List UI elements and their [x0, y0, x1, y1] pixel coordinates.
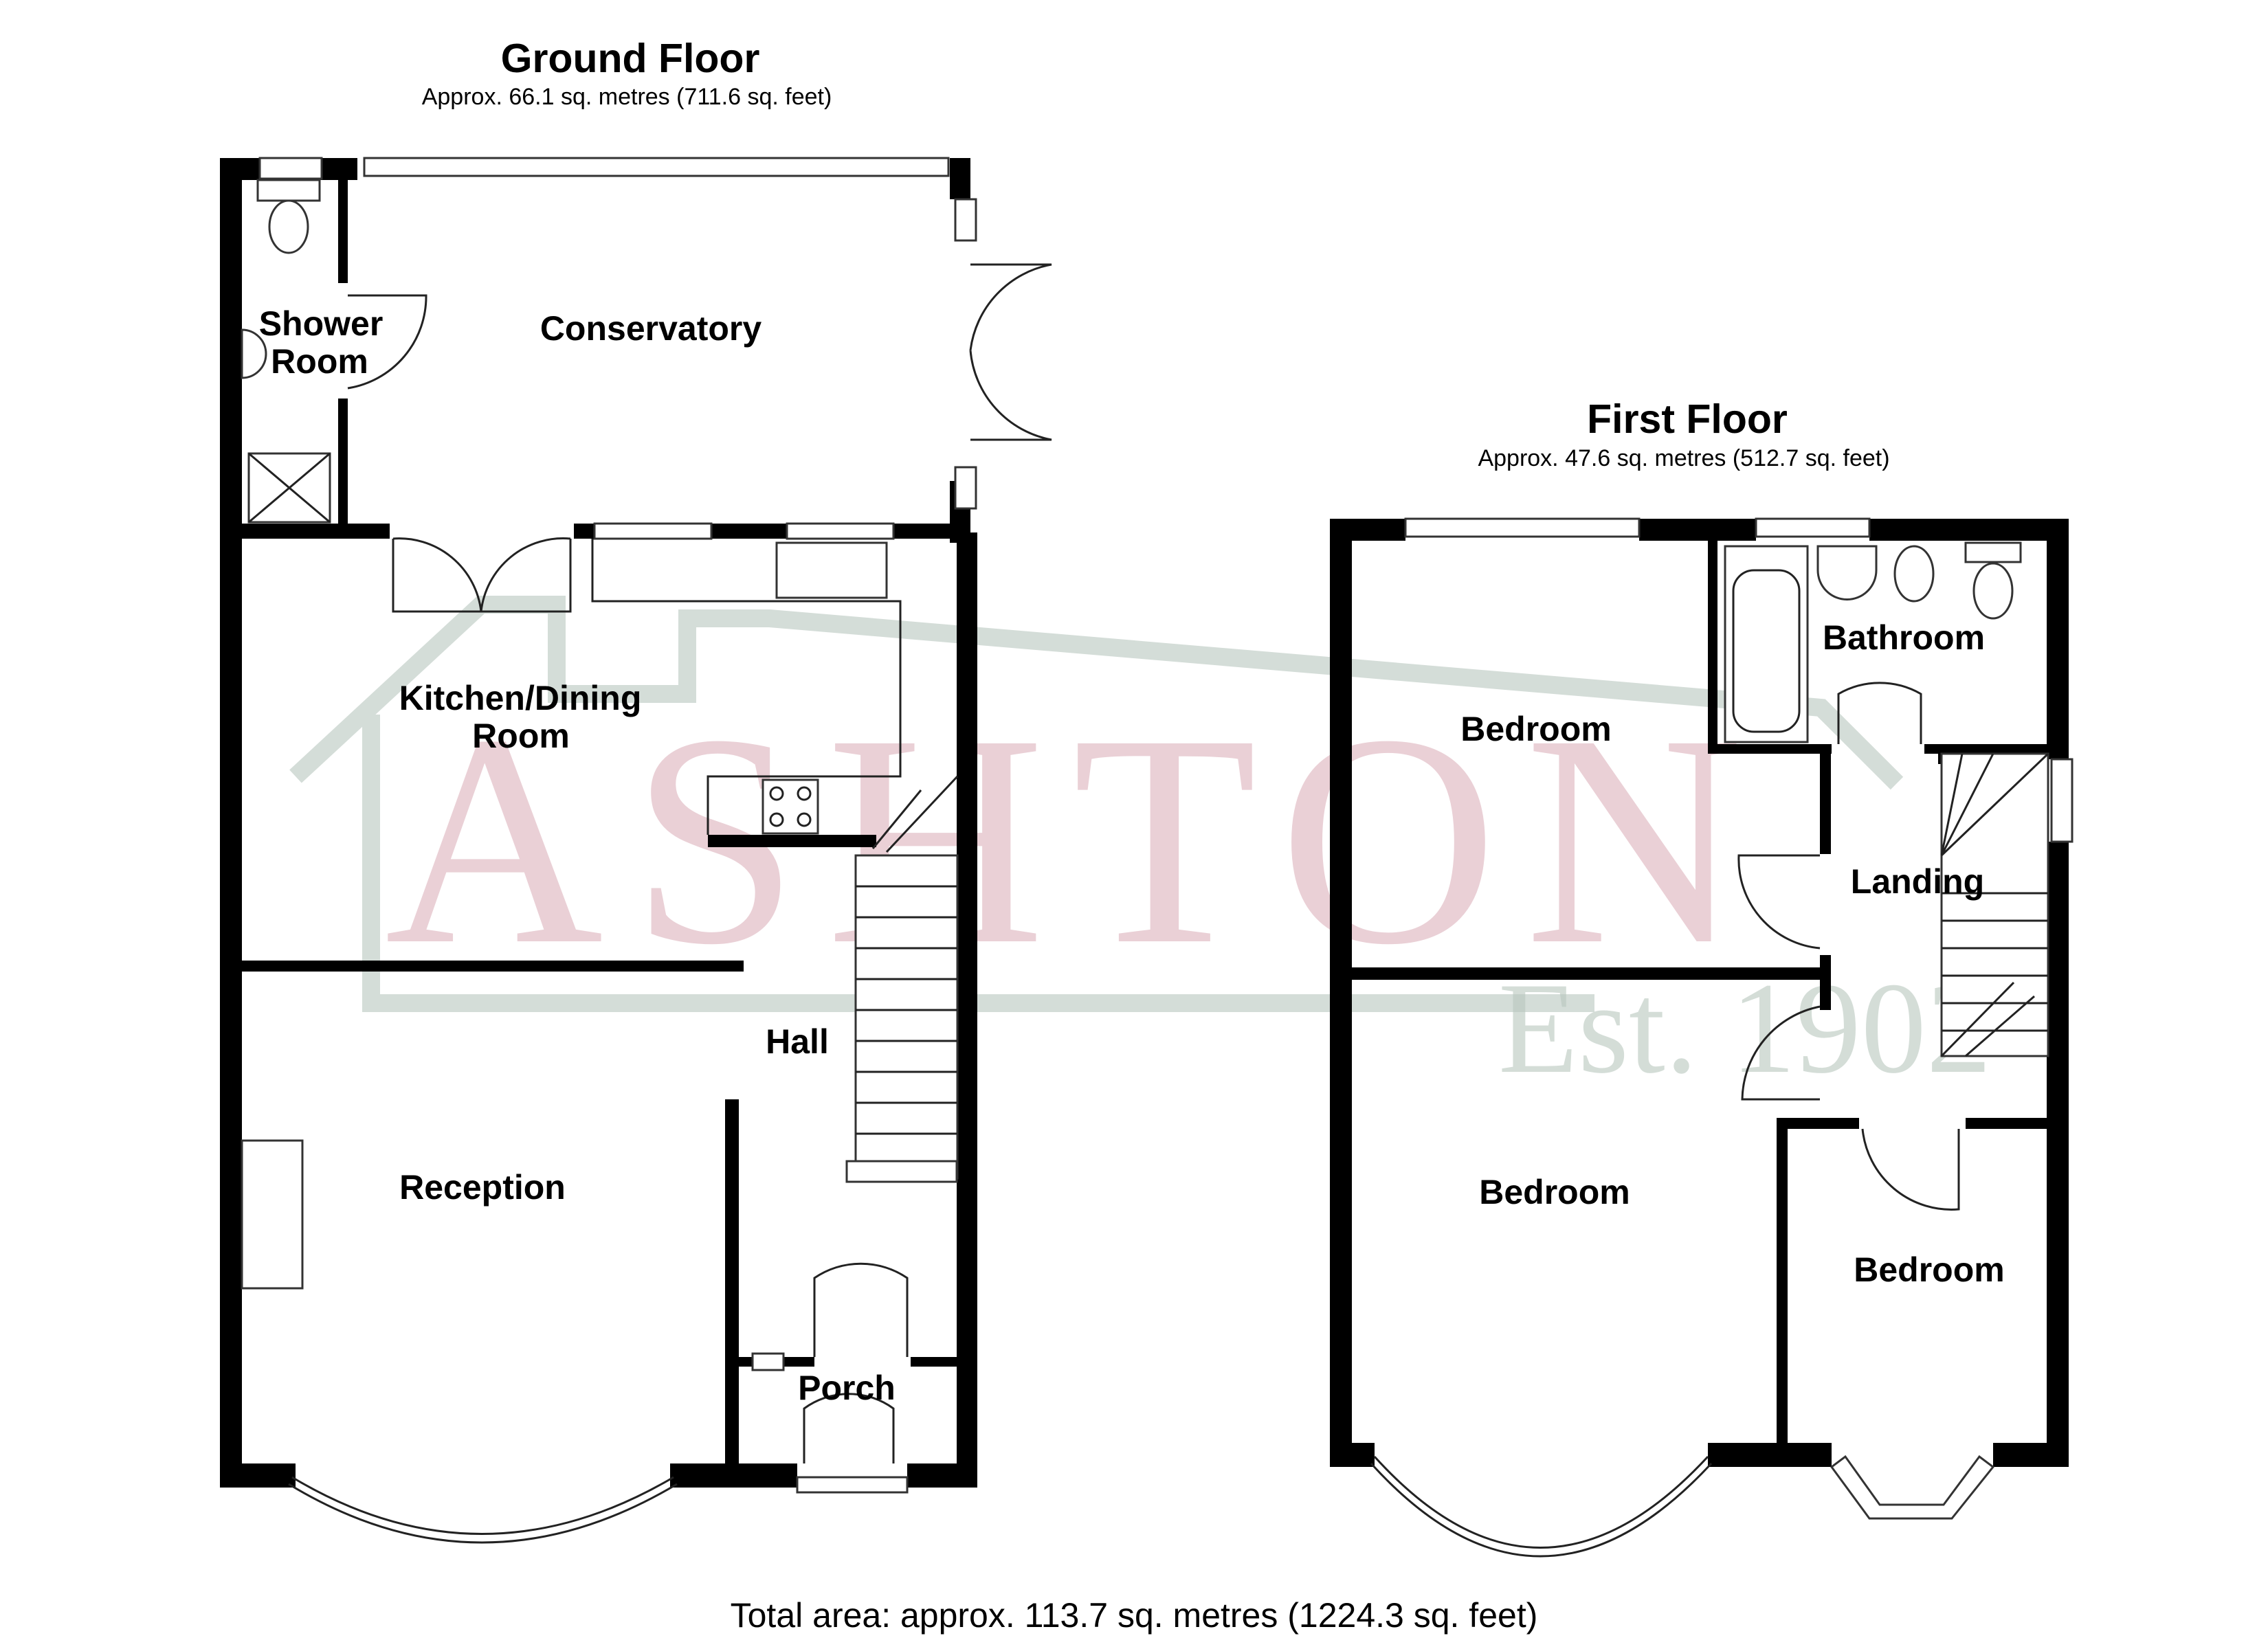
ff-window-bathroom: [1755, 517, 1871, 538]
ground-floor-area: Approx. 66.1 sq. metres (711.6 sq. feet): [422, 84, 832, 110]
gf-wc-bowl: [268, 199, 309, 254]
first-floor-plan: [1330, 517, 2074, 1558]
gf-shower-room-fixtures: [241, 179, 331, 524]
ff-wc-cistern: [1964, 541, 2022, 563]
ff-bay-window-front-bedroom-inner: [1373, 1455, 1709, 1549]
label-landing: Landing: [1851, 862, 1984, 901]
ff-bay-window-front-bedroom: [1370, 1462, 1713, 1558]
ff-bay-window-small-bedroom: [1830, 1455, 1995, 1520]
gf-wall-shower-east-bottom: [338, 399, 348, 532]
ff-wc-bowl: [1972, 562, 2014, 620]
gf-door-conservatory-french: [969, 263, 1052, 441]
ff-wall-north-right: [1869, 519, 2069, 541]
ashton-watermark-logo: ASHTON Est. 1902: [289, 596, 1992, 1101]
label-kitchen-dining-line2: Room: [472, 717, 570, 755]
ff-window-landing: [2050, 758, 2074, 843]
ff-wall-bathroom-west: [1708, 541, 1717, 754]
ff-wall-small-bedroom-north-right: [1966, 1118, 2055, 1129]
label-bedroom-small: Bedroom: [1854, 1250, 2004, 1289]
gf-window-porch-side: [751, 1352, 785, 1371]
ff-wall-landing-west-top: [1820, 744, 1831, 854]
gf-wall-kitchen-reception: [242, 961, 744, 972]
ff-bidet: [1893, 545, 1935, 603]
watermark-brand-text: ASHTON: [385, 673, 1771, 1007]
gf-door-porch-outer: [803, 1393, 895, 1463]
gf-wall-kitchen-north-left: [242, 524, 390, 539]
ff-door-rear-bedroom: [1737, 854, 1821, 950]
gf-bay-window-reception-inner: [291, 1476, 674, 1535]
ff-wall-north-left: [1330, 519, 1405, 541]
watermark-house-outline: [289, 596, 1904, 1012]
first-floor-area: Approx. 47.6 sq. metres (512.7 sq. feet): [1478, 445, 1889, 471]
ff-wall-small-bedroom-north-left: [1777, 1118, 1859, 1129]
ff-wall-bathroom-south-left: [1708, 744, 1832, 754]
label-porch: Porch: [798, 1369, 896, 1407]
ff-door-front-bedroom: [1741, 1005, 1821, 1101]
gf-wall-hall-reception: [725, 1099, 739, 1488]
total-area-caption: Total area: approx. 113.7 sq. metres (12…: [731, 1596, 1538, 1635]
gf-kitchen-worktop: [591, 539, 902, 835]
gf-staircase: [845, 775, 959, 1183]
gf-bay-window-reception: [288, 1483, 678, 1544]
label-bedroom-front: Bedroom: [1479, 1173, 1630, 1211]
gf-window-conservatory-side-bottom: [954, 466, 977, 510]
label-reception: Reception: [399, 1168, 566, 1207]
label-conservatory: Conservatory: [540, 309, 762, 348]
gf-door-shower-room: [347, 294, 427, 390]
label-bedroom-rear: Bedroom: [1460, 710, 1611, 748]
ff-staircase: [1940, 752, 2049, 1057]
gf-basin: [241, 328, 267, 379]
gf-wall-porch-north-right: [911, 1357, 959, 1367]
gf-wall-bottom-left: [220, 1463, 296, 1488]
ff-wall-south-mid: [1708, 1443, 1832, 1467]
ff-wall-north-mid: [1639, 519, 1756, 541]
gf-window-porch-front: [796, 1476, 909, 1494]
gf-wc-cistern: [256, 179, 321, 202]
gf-wall-east: [957, 532, 977, 1488]
ff-basin: [1816, 545, 1878, 601]
ff-wall-south-left: [1330, 1443, 1375, 1467]
gf-wall-west: [220, 158, 242, 1488]
gf-hob: [761, 778, 819, 835]
ff-door-bathroom: [1837, 682, 1922, 744]
label-bathroom: Bathroom: [1823, 618, 1985, 657]
gf-window-kitchen-right: [786, 522, 895, 540]
ff-wall-east-top: [2047, 519, 2069, 759]
label-shower-room-line1: Shower: [259, 304, 383, 343]
ff-wall-small-bedroom-west: [1777, 1118, 1788, 1467]
ff-window-rear-bedroom: [1404, 517, 1641, 538]
ff-door-small-bedroom: [1861, 1128, 1960, 1211]
gf-fireplace-chimney-breast: [241, 1139, 304, 1290]
gf-wall-conservatory-east-top: [950, 158, 970, 199]
first-floor-title: First Floor: [1587, 396, 1788, 442]
gf-window-shower: [258, 157, 323, 180]
gf-wall-kitchen-counter-base: [708, 835, 876, 847]
ff-bathroom-fixtures: [1724, 541, 2022, 743]
label-hall: Hall: [766, 1022, 829, 1061]
ff-wall-south-right: [1993, 1443, 2069, 1467]
label-kitchen-dining-line1: Kitchen/Dining: [399, 679, 642, 717]
label-shower-room-line2: Room: [271, 342, 368, 381]
gf-wall-bottom-right: [907, 1463, 977, 1488]
ground-floor-title: Ground Floor: [501, 36, 760, 81]
gf-sink-drainer: [775, 541, 888, 599]
ff-wall-east-bottom: [2047, 842, 2069, 1467]
gf-door-kitchen-french: [392, 537, 572, 613]
ff-wall-west: [1330, 519, 1352, 1467]
ff-bath: [1724, 545, 1809, 743]
gf-window-kitchen-left: [593, 522, 713, 540]
gf-window-conservatory-rear: [363, 157, 950, 177]
gf-window-conservatory-side-top: [954, 198, 977, 242]
ff-wall-landing-west-mid: [1820, 955, 1831, 1010]
gf-wall-shower-east-top: [338, 180, 348, 283]
ground-floor-plan: [220, 157, 1052, 1544]
ff-wall-bedrooms-divider: [1352, 967, 1826, 980]
ff-wall-bathroom-south-right: [1924, 744, 2055, 754]
gf-door-porch-inner: [813, 1262, 909, 1357]
